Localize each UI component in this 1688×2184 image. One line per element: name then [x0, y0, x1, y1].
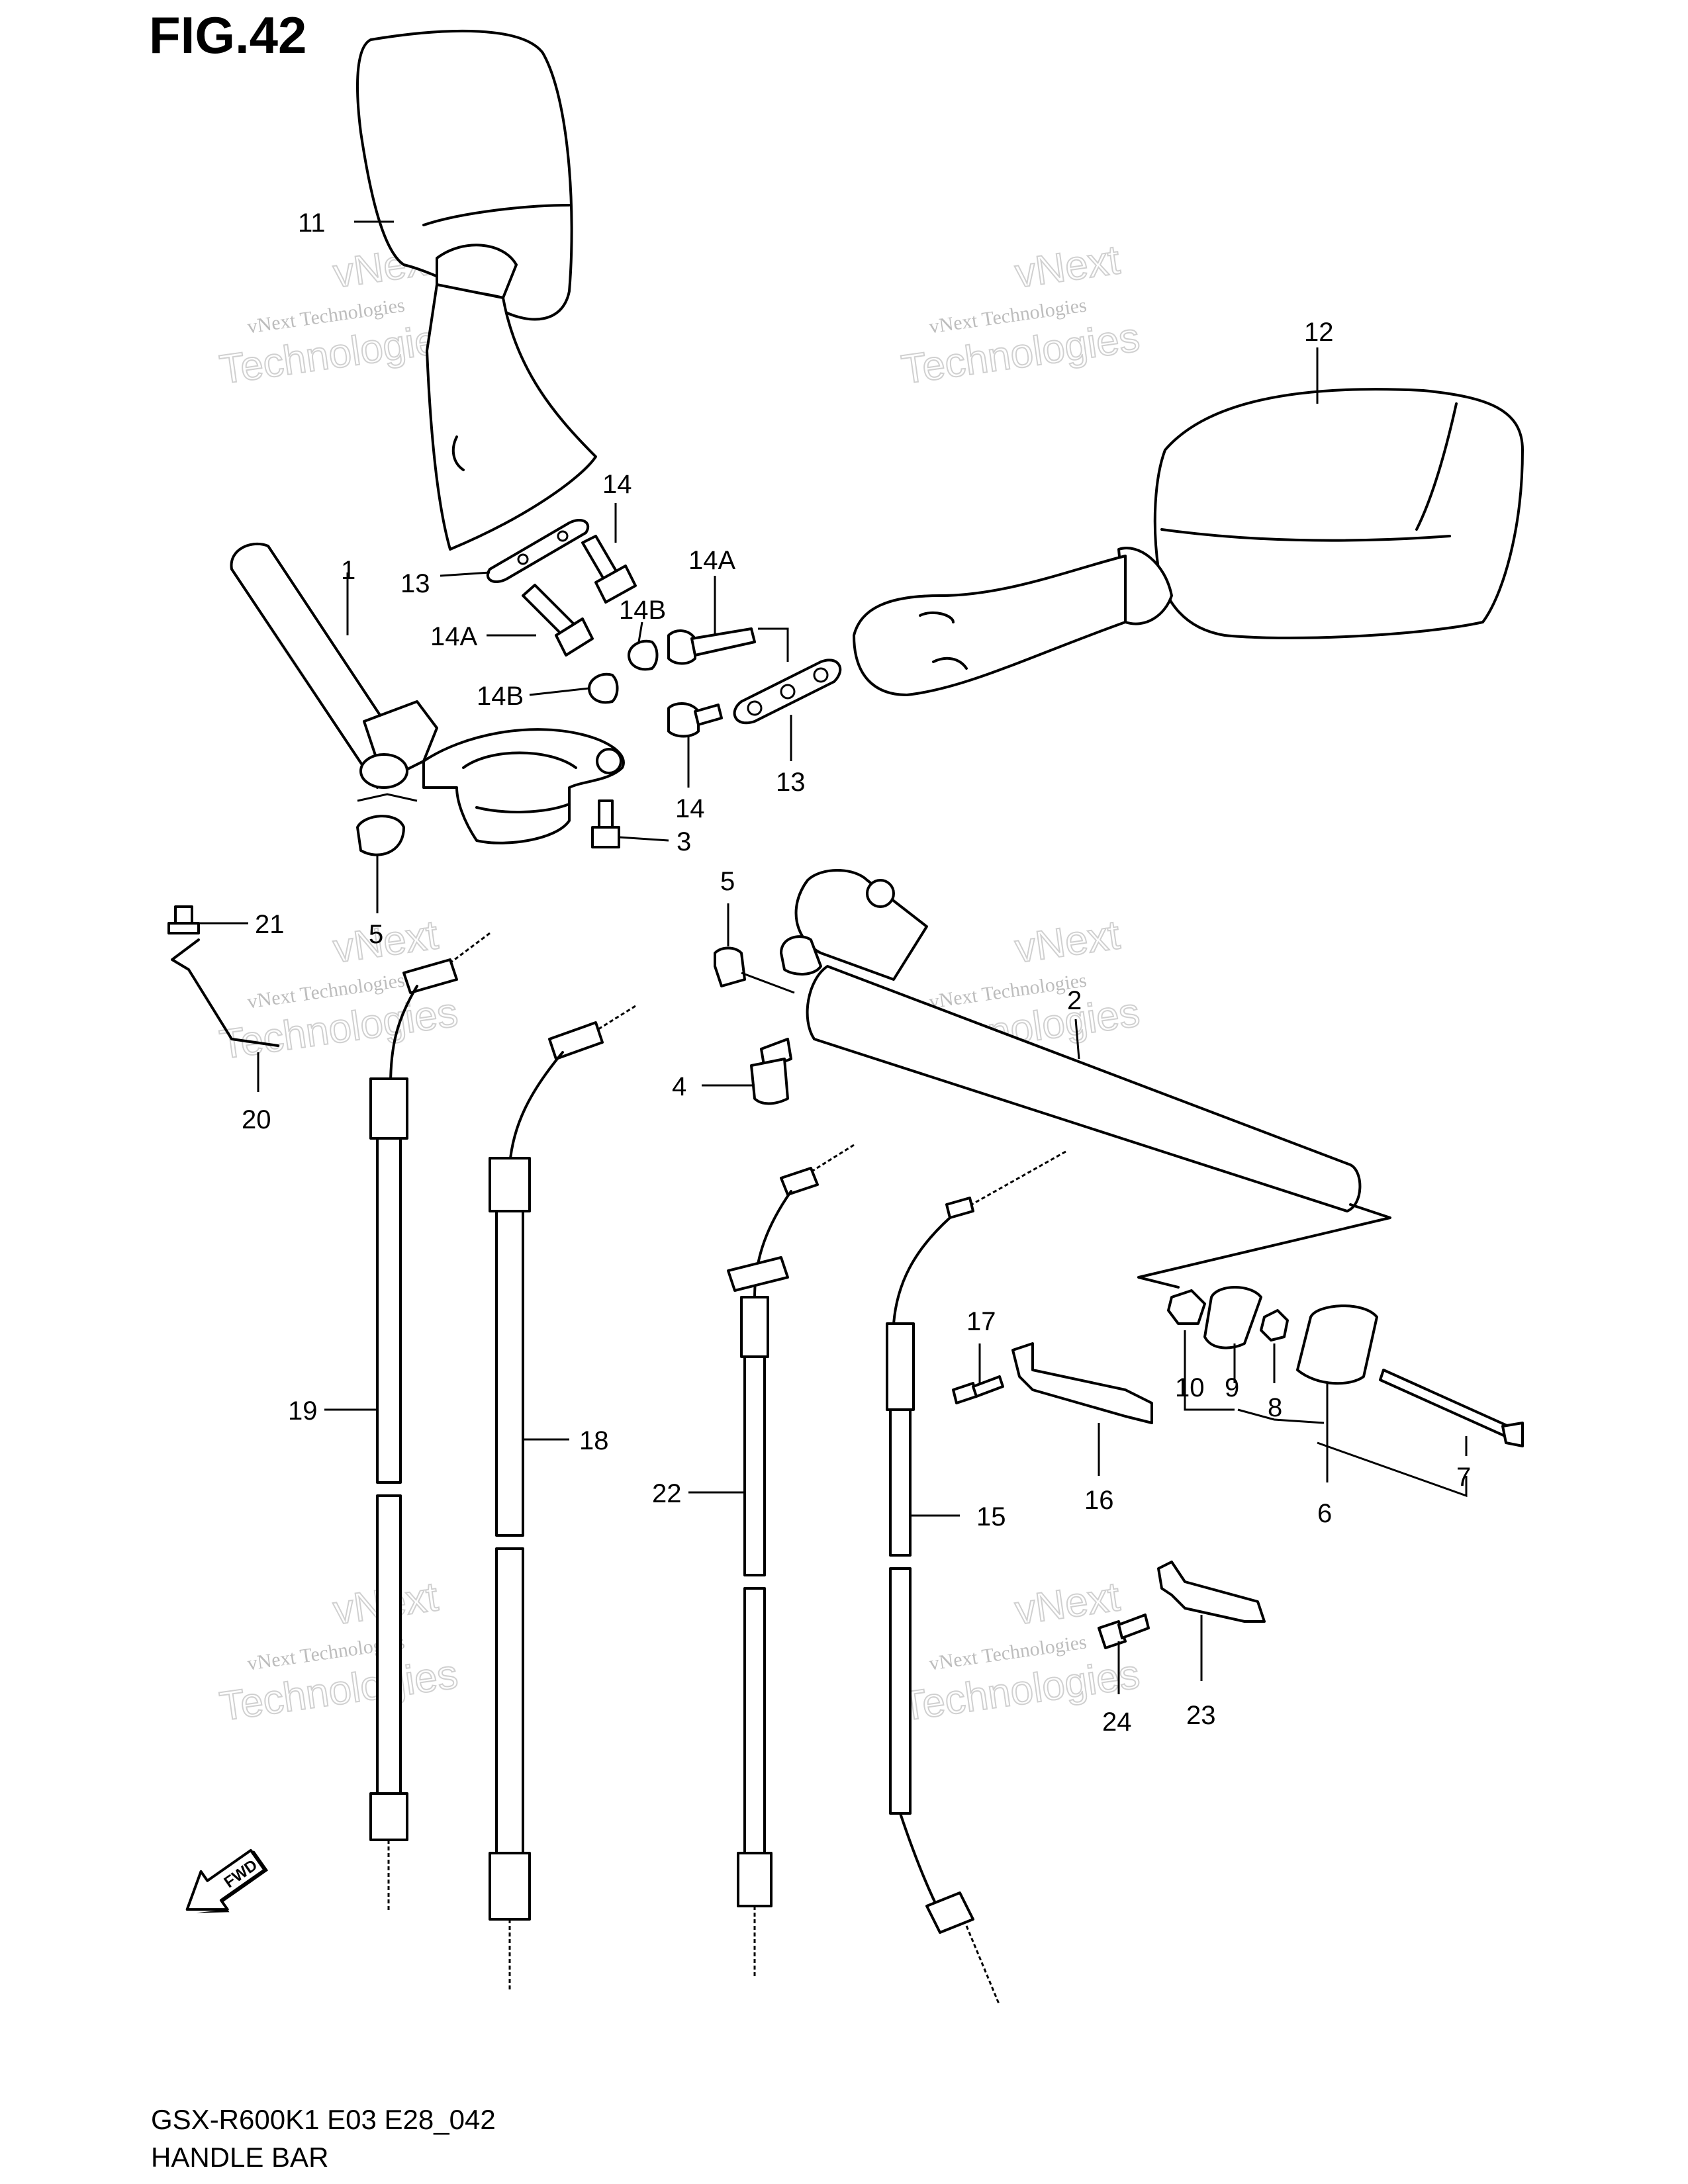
part-11-left-mirror	[356, 29, 597, 551]
part-3-bolt	[591, 799, 620, 848]
part-7-bolt	[1379, 1369, 1524, 1447]
part-12-right-mirror	[853, 388, 1524, 696]
callout-11: 11	[298, 208, 326, 238]
part-14A-bolt-right	[667, 627, 756, 665]
callout-21: 21	[255, 910, 285, 939]
part-16-cable-guide	[1011, 1342, 1153, 1424]
callout-24: 24	[1102, 1707, 1132, 1737]
break-line	[1137, 1203, 1391, 1289]
part-13-plate-upper	[486, 519, 590, 583]
callout-5-left: 5	[369, 920, 383, 949]
callout-13-lower: 13	[776, 768, 806, 797]
callout-4: 4	[672, 1072, 686, 1101]
callout-12: 12	[1304, 318, 1334, 347]
callout-13-upper: 13	[400, 569, 430, 598]
part-18-throttle-cable	[489, 1005, 636, 1992]
part-5-cap-left	[356, 815, 405, 856]
part-22-choke-cable	[727, 1144, 855, 1979]
watermark: vNext vNext Technologies Technologies	[898, 236, 1143, 394]
callout-6: 6	[1317, 1499, 1332, 1528]
callout-15: 15	[976, 1502, 1006, 1531]
part-13-plate-lower	[733, 659, 842, 725]
part-14-bolt-upper	[581, 535, 637, 604]
callout-19: 19	[288, 1396, 318, 1426]
callout-20: 20	[242, 1105, 271, 1134]
part-14B-nut-left	[588, 672, 619, 704]
callout-18: 18	[579, 1426, 609, 1455]
diagram-caption: HANDLE BAR	[151, 2142, 328, 2173]
callout-16: 16	[1084, 1486, 1114, 1515]
callout-3: 3	[677, 827, 691, 856]
callout-7: 7	[1456, 1463, 1471, 1492]
part-8-nut	[1260, 1309, 1289, 1342]
part-23-clamp	[1157, 1561, 1266, 1623]
part-14-bolt-lower	[667, 702, 723, 738]
callout-labels: 11 12 13 14 14A 14A 14B 14B 1 14 13 3 5 …	[242, 208, 1471, 1737]
part-17-bolt	[952, 1375, 1004, 1404]
callout-14B-center: 14B	[619, 596, 666, 625]
callout-17: 17	[966, 1307, 996, 1336]
callout-14B-left: 14B	[477, 682, 524, 711]
callout-14A-right: 14A	[688, 546, 735, 575]
callout-8: 8	[1268, 1393, 1282, 1422]
callout-23: 23	[1186, 1701, 1216, 1730]
part-19-throttle-cable	[369, 932, 491, 1913]
figure-title: FIG.42	[149, 6, 306, 64]
part-1-left-handlebar	[230, 542, 625, 844]
part-2-right-handlebar	[714, 869, 1362, 1212]
model-code: GSX-R600K1 E03 E28_042	[151, 2104, 496, 2135]
callout-10: 10	[1175, 1373, 1205, 1402]
callout-9: 9	[1225, 1373, 1239, 1402]
part-14A-bolt-left	[522, 584, 594, 657]
part-14B-nut-center	[628, 639, 659, 671]
callout-22: 22	[652, 1479, 682, 1508]
part-20-wire-clip	[171, 938, 279, 1047]
part-6-weight	[1296, 1304, 1378, 1385]
part-21-bolt	[167, 905, 200, 934]
part-15-clutch-cable	[886, 1150, 1066, 2006]
part-9-spacer	[1203, 1286, 1262, 1349]
part-10-nut	[1167, 1289, 1206, 1325]
callout-14-upper: 14	[602, 470, 632, 499]
callout-14A-left: 14A	[430, 622, 477, 651]
callout-14-lower: 14	[675, 794, 705, 823]
callout-5-right: 5	[720, 867, 735, 896]
callout-2: 2	[1067, 986, 1082, 1015]
callout-1: 1	[341, 556, 355, 585]
leader-lines	[199, 220, 1468, 1694]
